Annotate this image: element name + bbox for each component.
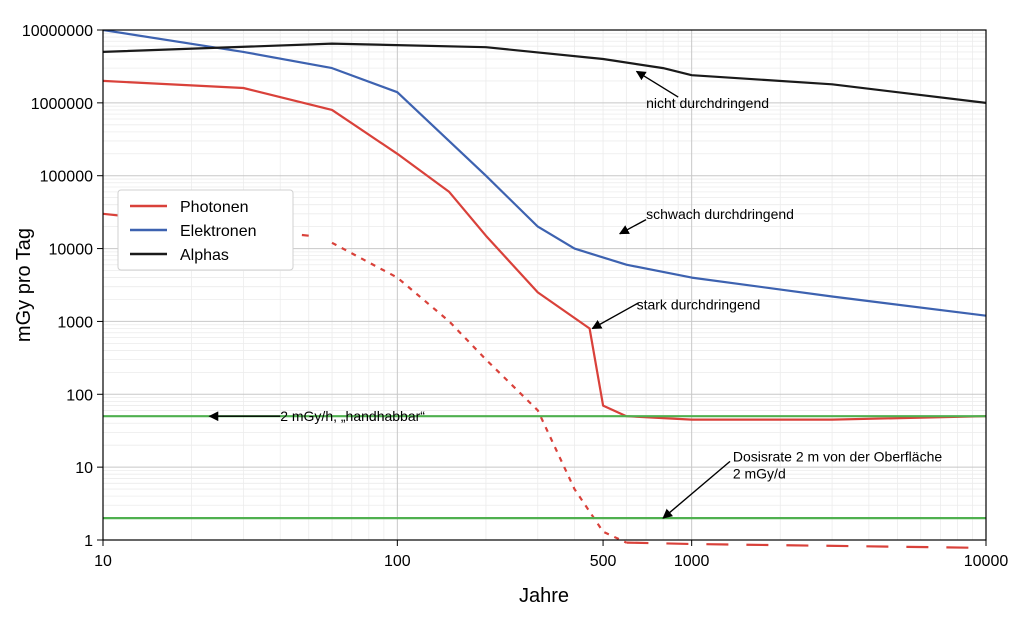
plot-background <box>103 30 986 540</box>
y-tick-label: 1000000 <box>31 96 93 113</box>
legend-label: Alphas <box>180 247 229 264</box>
y-tick-label: 10 <box>75 460 93 477</box>
x-tick-label: 100 <box>384 553 411 570</box>
series-line-3 <box>331 241 627 544</box>
series-layer <box>103 30 986 549</box>
x-tick-label: 1000 <box>674 553 710 570</box>
annotation-text: stark durchdringend <box>637 297 761 313</box>
x-axis-ticks: 10 100 500 1000 10000 <box>94 540 1008 570</box>
series-line-elektronen <box>103 30 986 317</box>
y-tick-label: 1000 <box>57 314 93 331</box>
series-line-4 <box>626 541 986 549</box>
annotation-text: nicht durchdringend <box>646 95 769 111</box>
legend-label: Elektronen <box>180 223 257 240</box>
series-line-alphas <box>103 42 986 104</box>
annotation-text: 2 mGy/d <box>733 465 786 481</box>
x-tick-label: 10000 <box>964 553 1009 570</box>
y-tick-label: 100000 <box>40 169 93 186</box>
annotation-arrow <box>591 302 639 330</box>
annotation-arrow <box>662 460 731 519</box>
legend-box <box>117 189 294 271</box>
y-tick-label: 100 <box>66 387 93 404</box>
y-axis-ticks: 1 10 100 1000 10000 100000 1000000 10000000 <box>22 23 103 550</box>
legend-label: Photonen <box>180 199 249 216</box>
annotation-text: 2 mGy/h, „handhabbar“ <box>280 408 425 424</box>
x-tick-label: 500 <box>590 553 617 570</box>
annotation-arrow <box>635 70 679 98</box>
y-tick-label: 10000 <box>49 242 94 259</box>
y-axis-label: mGy pro Tag <box>13 228 35 342</box>
series-line-photonen <box>103 79 986 421</box>
annotation-arrow <box>618 218 647 235</box>
y-tick-label: 10000000 <box>22 23 93 40</box>
x-tick-label: 10 <box>94 553 112 570</box>
x-axis-label: Jahre <box>519 585 569 607</box>
plot-frame <box>102 29 987 541</box>
annotations: nicht durchdringend schwach durchdringend… <box>208 70 943 519</box>
annotation-text: Dosisrate 2 m von der Oberfläche <box>733 448 943 464</box>
annotation-text: schwach durchdringend <box>646 206 794 222</box>
y-tick-label: 1 <box>84 533 93 550</box>
